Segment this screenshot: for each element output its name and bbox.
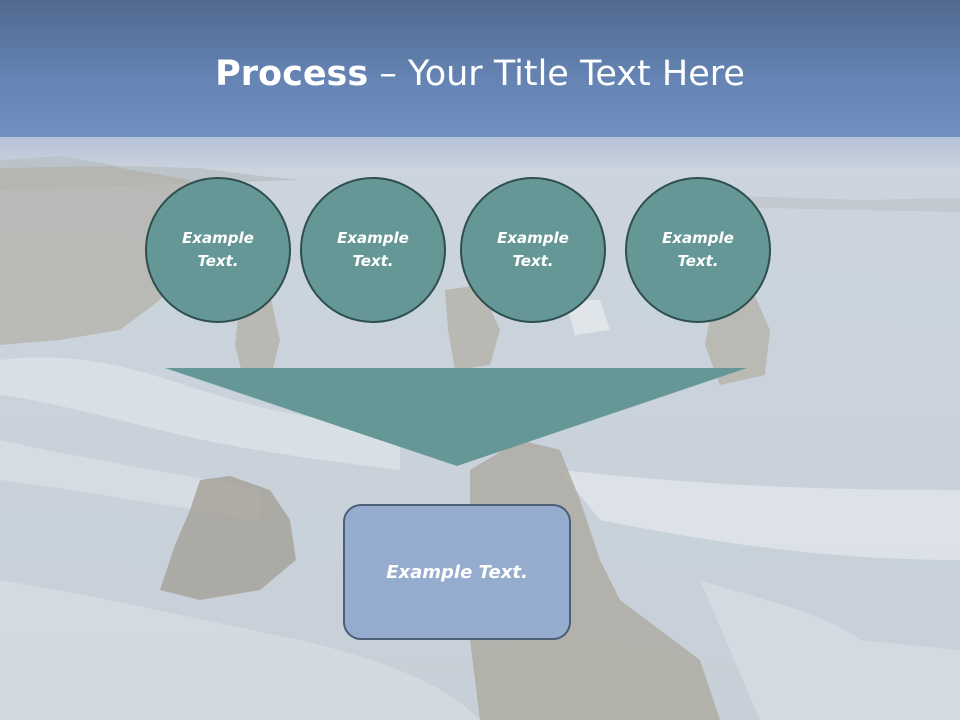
slide-title: Process – Your Title Text Here [0,50,960,98]
circle-text-4: Example Text. [662,229,734,270]
title-bold: Process [215,54,369,94]
process-circle-4: Example Text. [625,177,771,323]
process-circle-2: Example Text. [300,177,446,323]
circle-text-3: Example Text. [497,229,569,270]
title-rest: Your Title Text Here [407,54,745,94]
circle-text-1: Example Text. [182,229,254,270]
title-bar [0,0,960,137]
process-circle-1: Example Text. [145,177,291,323]
process-circle-3: Example Text. [460,177,606,323]
result-box: Example Text. [343,504,571,640]
funnel-triangle [165,368,747,466]
title-separator: – [368,54,408,94]
circle-text-2: Example Text. [337,229,409,270]
result-text: Example Text. [386,561,528,583]
